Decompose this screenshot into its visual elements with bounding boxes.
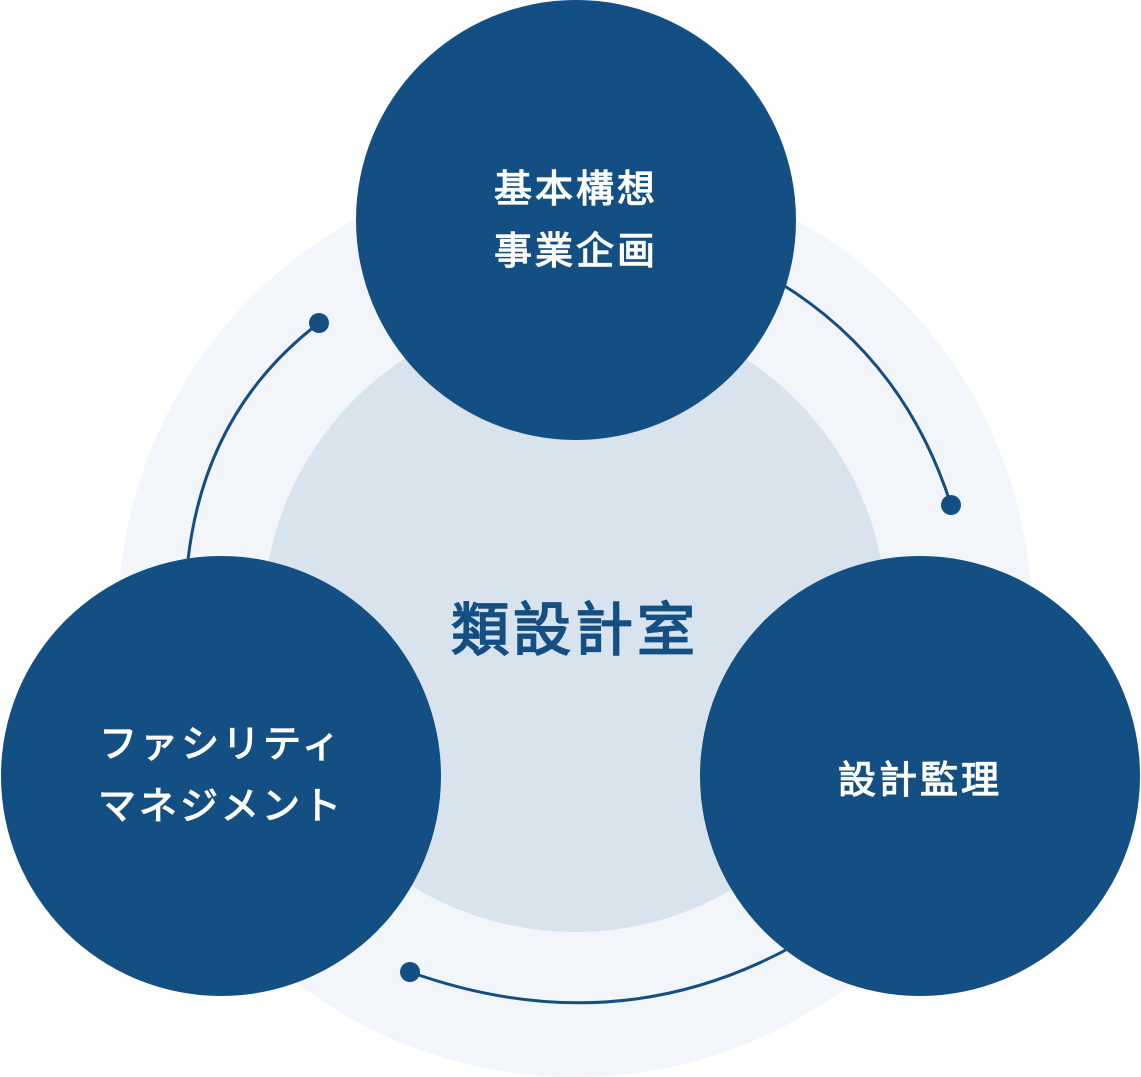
node-top-line1: 基本構想 [493,167,658,211]
node-right-label: 設計監理 [740,745,1100,815]
node-left-label: ファシリティ マネジメント [41,705,401,845]
connector-dot-bottom [400,962,420,982]
node-left-circle [1,556,441,996]
connector-dot-right [941,495,961,515]
connector-left-to-top [186,321,320,561]
connector-top-to-right [779,281,953,506]
node-top-circle [356,0,796,440]
node-top-label: 基本構想 事業企画 [396,150,756,290]
connector-dot-left [309,313,329,333]
node-top-line2: 事業企画 [493,229,658,273]
center-title: 類設計室 [450,596,699,664]
node-right-circle [700,556,1140,996]
node-right-line1: 設計監理 [837,758,1002,802]
connector-right-to-left [409,943,796,1005]
node-left-line1: ファシリティ [99,722,343,766]
node-left-line2: マネジメント [97,784,344,828]
